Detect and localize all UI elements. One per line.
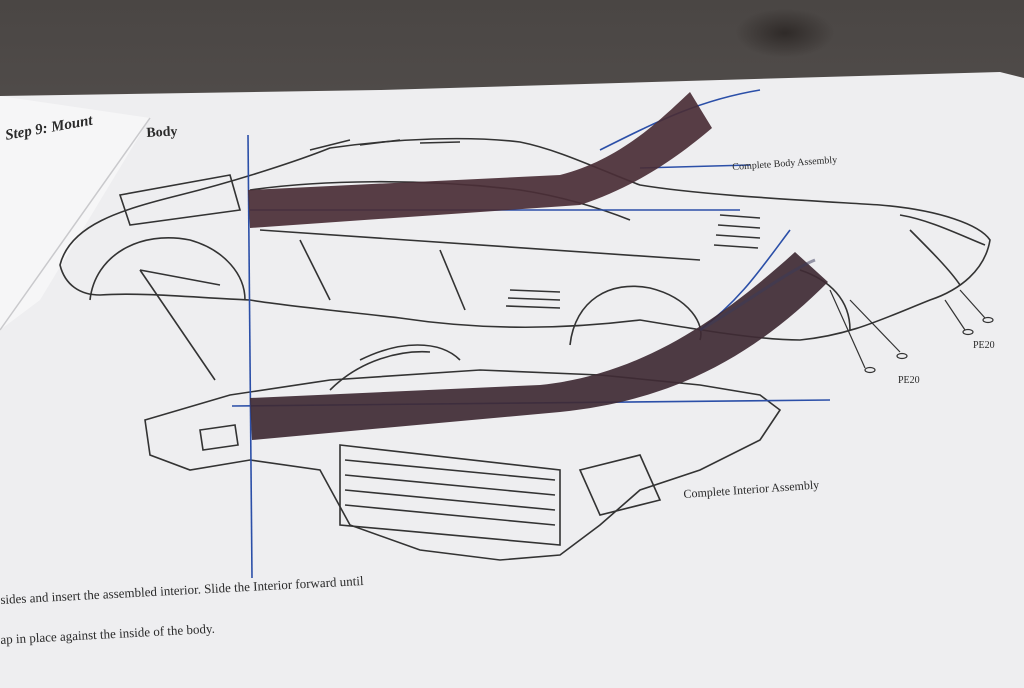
tape-strip-upper — [248, 92, 712, 228]
car-body-drawing — [59, 137, 991, 381]
step-title-word: Body — [146, 124, 178, 141]
part-label-pe20: PE20 — [973, 340, 995, 351]
part-callouts — [829, 289, 994, 374]
table-stain — [735, 8, 835, 58]
part-label-pe20: PE20 — [898, 375, 920, 386]
tape-strip-lower — [250, 252, 828, 440]
interior-drawing — [144, 344, 782, 561]
paper-fold — [0, 96, 150, 330]
